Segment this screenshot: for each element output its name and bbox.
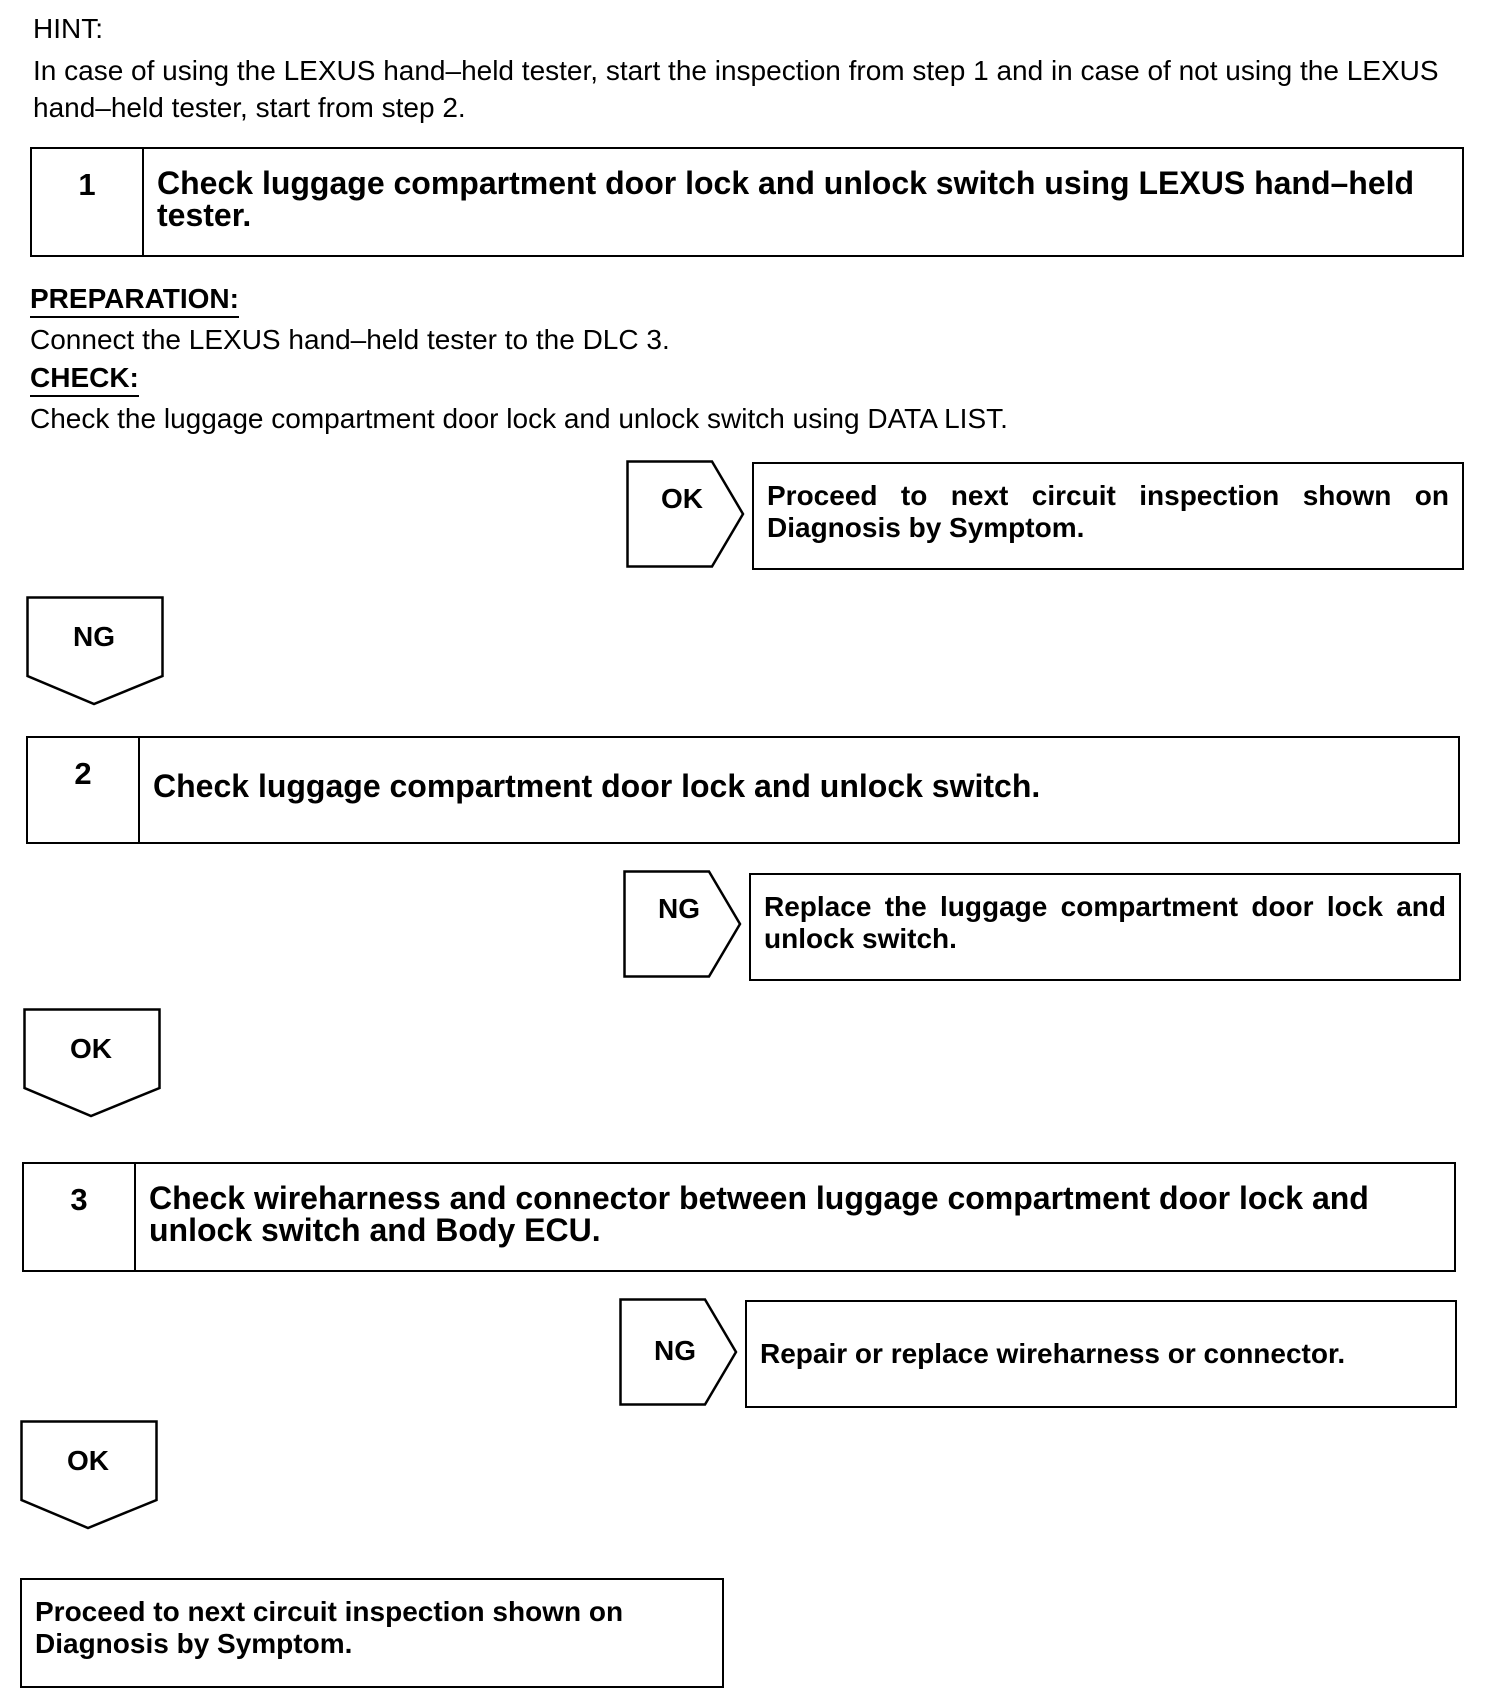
step-3-title: Check wireharness and connector between … bbox=[149, 1180, 1369, 1248]
ok-down-arrow-step-3: OK bbox=[20, 1420, 158, 1530]
ok-right-arrow: OK bbox=[626, 460, 745, 568]
step-2-title: Check luggage compartment door lock and … bbox=[153, 768, 1041, 804]
check-text: Check the luggage compartment door lock … bbox=[30, 403, 1008, 434]
result-box-2: Replace the luggage compartment door loc… bbox=[749, 873, 1461, 981]
ok-down-arrow-step-3-label: OK bbox=[67, 1445, 109, 1476]
final-result-box: Proceed to next circuit inspection shown… bbox=[20, 1578, 724, 1688]
step-1-box: 1 Check luggage compartment door lock an… bbox=[30, 147, 1464, 257]
step-3-number: 3 bbox=[24, 1164, 136, 1270]
result-box-1: Proceed to next circuit inspection shown… bbox=[752, 462, 1464, 570]
preparation-text: Connect the LEXUS hand–held tester to th… bbox=[30, 324, 670, 355]
result-box-3: Repair or replace wireharness or connect… bbox=[745, 1300, 1457, 1408]
step-2-box: 2 Check luggage compartment door lock an… bbox=[26, 736, 1460, 844]
ok-down-arrow-step-2: OK bbox=[23, 1008, 161, 1118]
ng-right-arrow-step-3-label: NG bbox=[654, 1335, 696, 1366]
check-label: CHECK: bbox=[30, 361, 139, 397]
ng-right-arrow-step-2: NG bbox=[623, 870, 742, 978]
hint-text: In case of using the LEXUS hand–held tes… bbox=[33, 55, 1439, 123]
step-3-box: 3 Check wireharness and connector betwee… bbox=[22, 1162, 1456, 1272]
ok-right-arrow-label: OK bbox=[661, 483, 703, 514]
ng-right-arrow-step-3: NG bbox=[619, 1298, 738, 1406]
ng-right-arrow-step-2-label: NG bbox=[658, 893, 700, 924]
ok-down-arrow-step-2-label: OK bbox=[70, 1033, 112, 1064]
hint-title: HINT: bbox=[33, 13, 103, 44]
ng-down-arrow: NG bbox=[26, 596, 164, 706]
step-1-number: 1 bbox=[32, 149, 144, 255]
check-section: CHECK: bbox=[30, 361, 139, 397]
preparation-label: PREPARATION: bbox=[30, 282, 239, 318]
step-1-title: Check luggage compartment door lock and … bbox=[157, 165, 1415, 233]
ng-down-arrow-label: NG bbox=[73, 621, 115, 652]
preparation-section: PREPARATION: bbox=[30, 282, 239, 318]
step-2-number: 2 bbox=[28, 738, 140, 842]
